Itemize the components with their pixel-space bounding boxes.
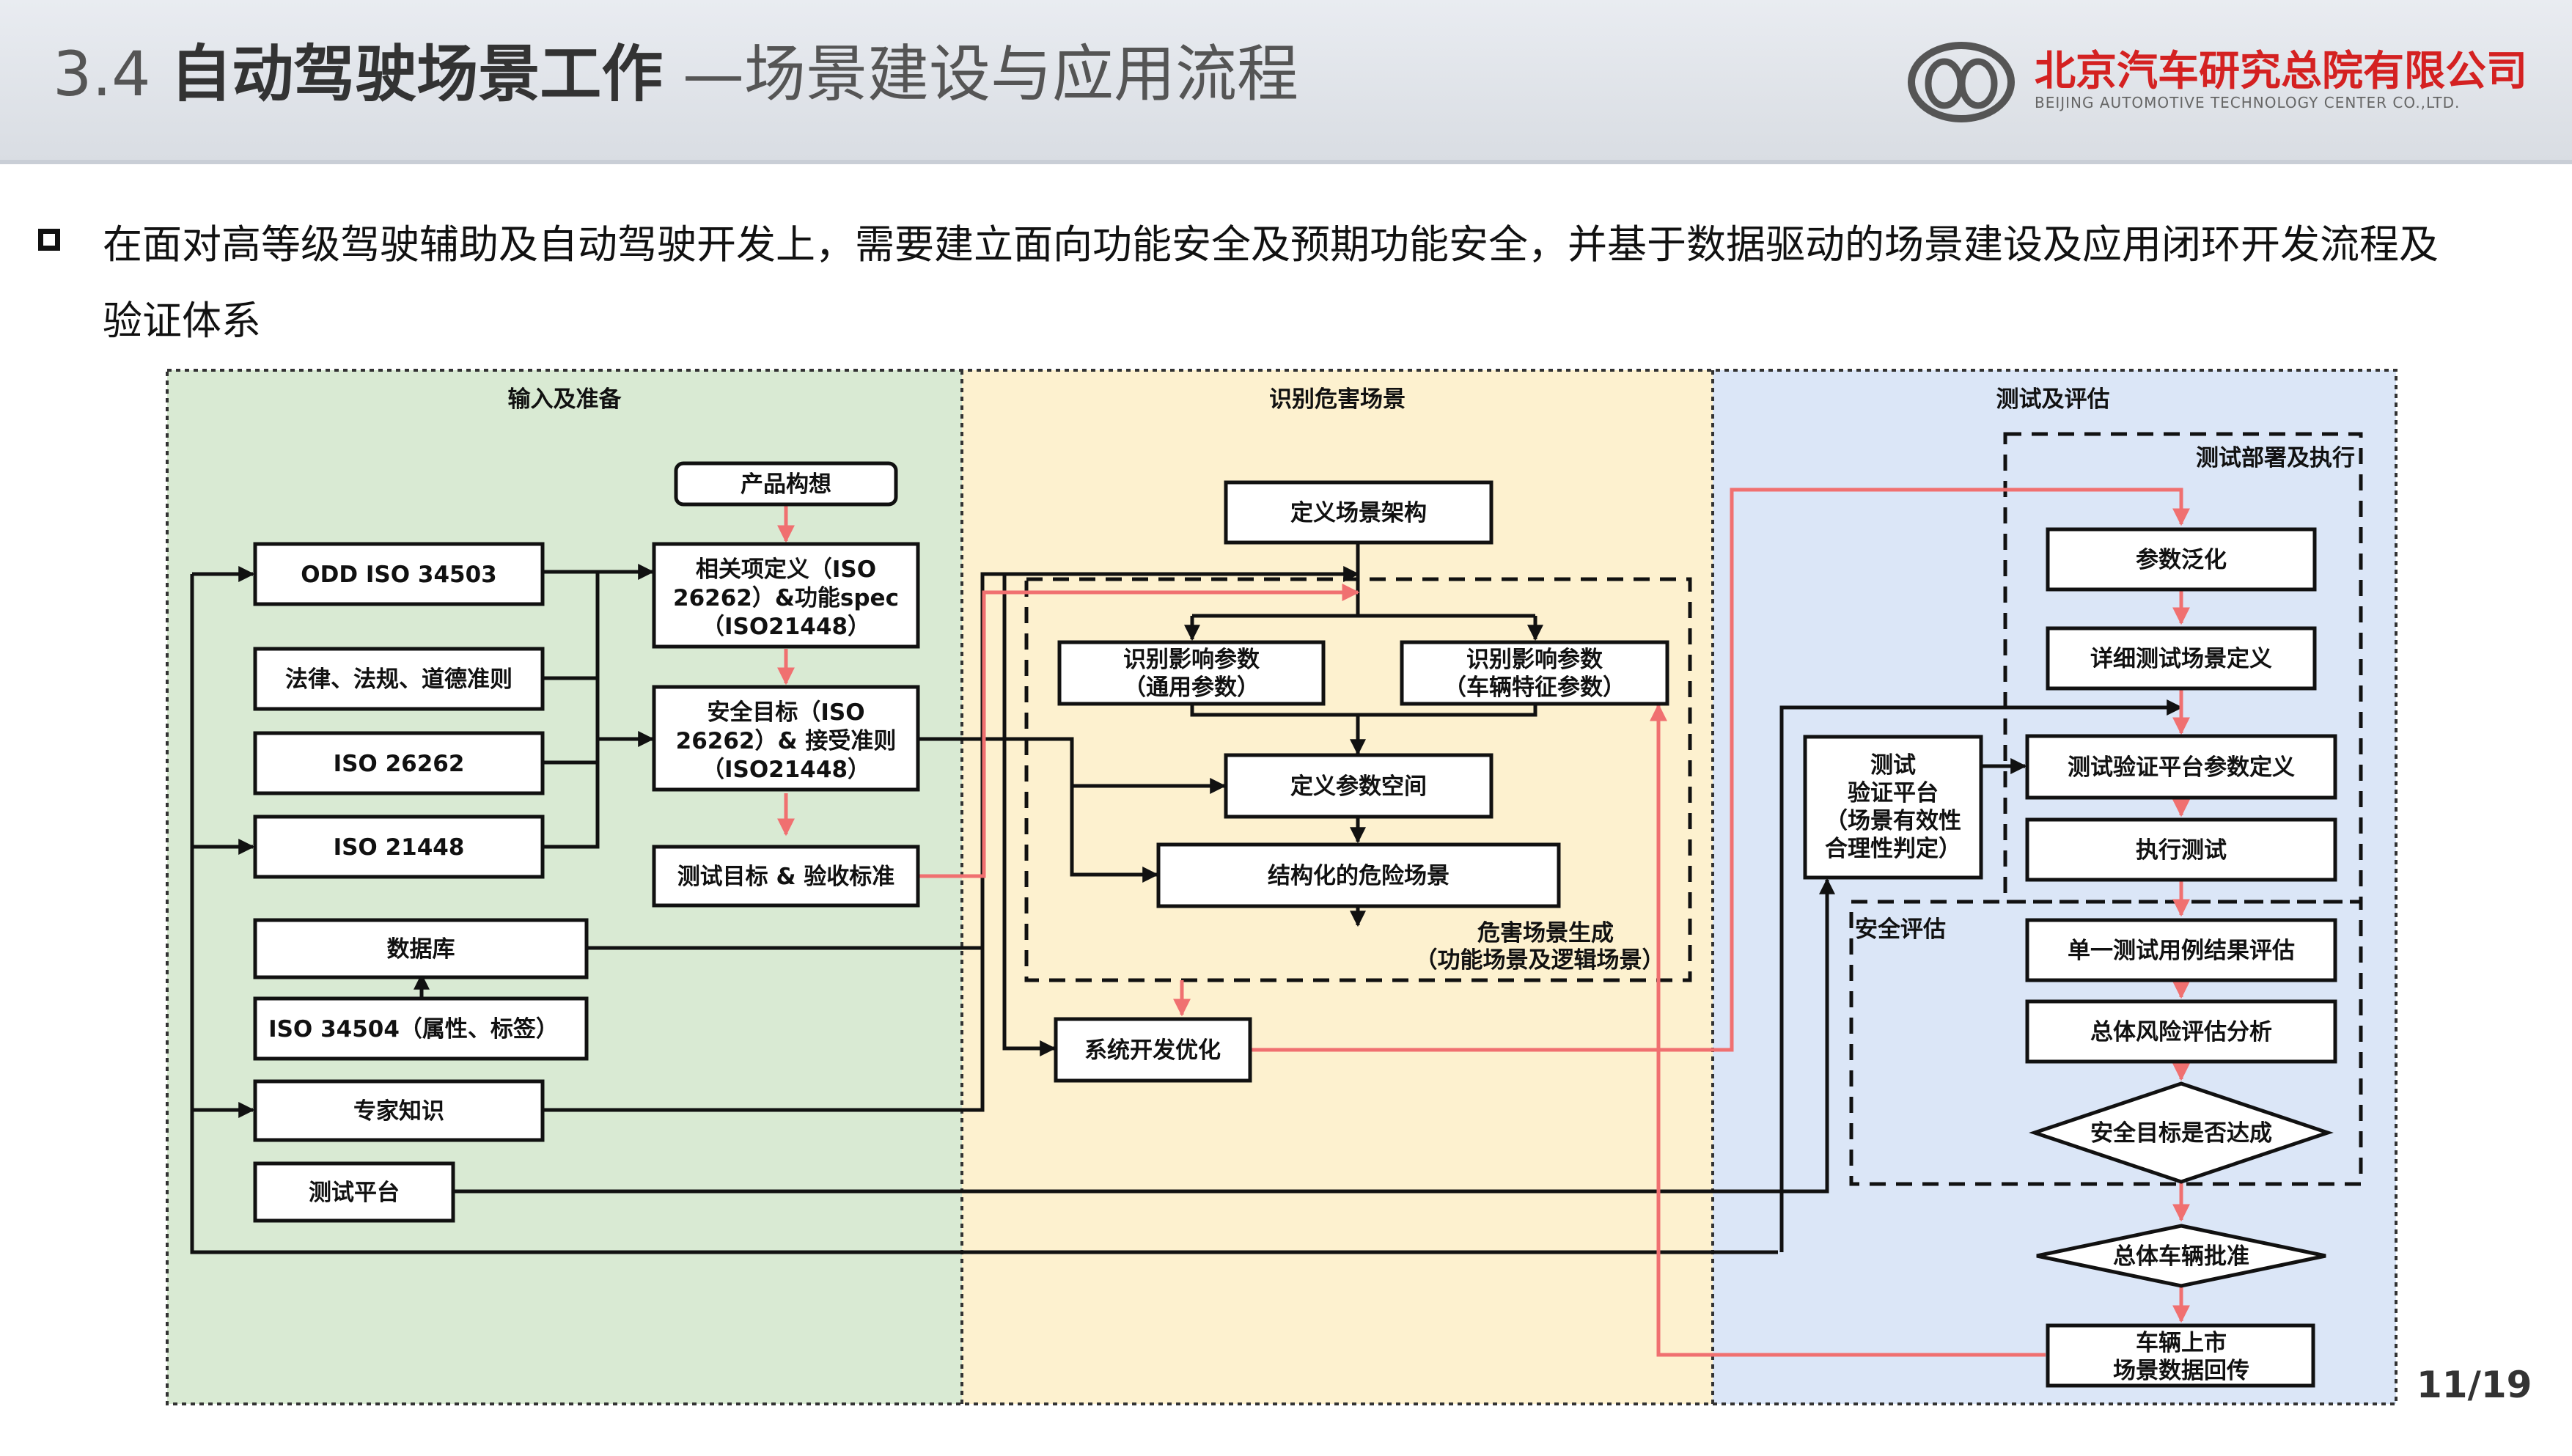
- node-database: [253, 918, 589, 979]
- label-goal-3: （ISO21448）: [702, 757, 870, 783]
- group-label-hazard-gen-2: （功能场景及逻辑场景）: [1415, 947, 1665, 974]
- label-single-eval: 单一测试用例结果评估: [2068, 938, 2295, 964]
- logo-text-en: BEIJING AUTOMOTIVE TECHNOLOGY CENTER CO.…: [2035, 94, 2461, 111]
- node-platform-param-def: [2025, 734, 2337, 800]
- bullet-square-icon: [38, 229, 60, 251]
- node-iso34504: [253, 996, 589, 1061]
- label-exec-test: 执行测试: [2136, 837, 2227, 864]
- group-test-deployment: [2003, 432, 2363, 904]
- node-param-generalization: [2046, 527, 2317, 592]
- label-verify-1: 测试: [1870, 752, 1916, 779]
- node-param-general: [1057, 640, 1326, 706]
- group-label-deploy: 测试部署及执行: [2196, 445, 2355, 471]
- label-param-general-1: 识别影响参数: [1123, 647, 1260, 673]
- label-detail-def: 详细测试场景定义: [2090, 646, 2272, 672]
- node-item-definition: [652, 542, 920, 649]
- section-title-test: 测试及评估: [1996, 386, 2110, 413]
- label-verify-4: 合理性判定）: [1825, 836, 1961, 862]
- node-launch: [2046, 1323, 2315, 1388]
- node-param-vehicle: [1400, 640, 1669, 706]
- node-vehicle-approval: [2036, 1224, 2326, 1288]
- node-risk-analysis: [2025, 999, 2337, 1064]
- node-test-goal: [652, 845, 920, 908]
- label-risk-analysis: 总体风险评估分析: [2090, 1019, 2272, 1045]
- connector-to-detaildef: [1779, 699, 2183, 1252]
- label-verify-2: 验证平台: [1848, 780, 1939, 806]
- label-param-vehicle-2: （车辆特征参数）: [1444, 674, 1625, 701]
- node-execute-test: [2025, 817, 2337, 882]
- label-goal-reached: 安全目标是否达成: [2090, 1120, 2272, 1147]
- company-logo: 北京汽车研究总院有限公司 BEIJING AUTOMOTIVE TECHNOLO…: [1906, 38, 2527, 126]
- title-sub: —场景建设与应用流程: [683, 38, 1299, 110]
- node-test-platform: [253, 1161, 455, 1223]
- node-law: [253, 647, 545, 711]
- node-param-space: [1224, 753, 1493, 819]
- label-launch-2: 场景数据回传: [2113, 1358, 2249, 1384]
- label-iso34504: ISO 34504（属性、标签）: [268, 1016, 559, 1043]
- bullet-text: 在面对高等级驾驶辅助及自动驾驶开发上，需要建立面向功能安全及预期功能安全，并基于…: [103, 221, 2439, 344]
- label-odd: ODD ISO 34503: [301, 562, 496, 588]
- section-title-input: 输入及准备: [508, 386, 622, 413]
- logo-text-cn: 北京汽车研究总院有限公司: [2035, 48, 2527, 95]
- redflow-testgoal-to-arch: [918, 584, 1360, 878]
- label-platform-param: 测试验证平台参数定义: [2068, 754, 2295, 781]
- label-law: 法律、法规、道德准则: [285, 666, 512, 693]
- redflow-launch-feedback: [1650, 703, 2046, 1357]
- node-system-optimization: [1054, 1017, 1252, 1083]
- node-iso26262: [253, 731, 545, 795]
- node-expert: [253, 1079, 545, 1142]
- label-param-space: 定义参数空间: [1290, 773, 1427, 800]
- node-iso21448: [253, 815, 545, 879]
- node-odd: [253, 542, 545, 606]
- header-bar: 3.4 自动驾驶场景工作 —场景建设与应用流程 北京汽车研究总院有限公司 BEI…: [0, 0, 2572, 164]
- redflow-sysopt-to-paramgen: [1250, 488, 2190, 1052]
- label-verify-3: （场景有效性: [1825, 808, 1961, 834]
- connector-testplatform-to-verify: [452, 878, 1835, 1194]
- section-outer-border: [166, 369, 2398, 1405]
- label-iso21448: ISO 21448: [334, 834, 465, 861]
- node-scene-architecture: [1224, 480, 1493, 545]
- label-concept: 产品构想: [741, 471, 831, 498]
- label-itemdef-1: 相关项定义（ISO: [696, 556, 876, 583]
- node-safety-goal: [652, 685, 920, 792]
- label-goal-1: 安全目标（ISO: [707, 699, 864, 726]
- node-single-evaluation: [2025, 918, 2337, 982]
- section-number: 3.4: [53, 38, 151, 110]
- label-param-gen: 参数泛化: [2136, 547, 2227, 573]
- label-iso26262: ISO 26262: [334, 751, 465, 777]
- page-title: 3.4 自动驾驶场景工作 —场景建设与应用流程: [53, 34, 1298, 114]
- group-label-hazard-gen-1: 危害场景生成: [1477, 920, 1614, 946]
- title-main: 自动驾驶场景工作: [170, 38, 664, 110]
- label-test-platform: 测试平台: [309, 1180, 400, 1206]
- label-param-general-2: （通用参数）: [1123, 674, 1260, 701]
- label-scene-arch: 定义场景架构: [1290, 500, 1427, 526]
- node-goal-reached: [2029, 1081, 2334, 1184]
- connector-goal-to-paramspace: [916, 737, 1227, 794]
- baic-logo-icon: [1908, 42, 2015, 122]
- page-number: 11/19: [2417, 1364, 2532, 1406]
- label-itemdef-3: （ISO21448）: [702, 614, 870, 640]
- connector-iso21448-bus: [543, 762, 600, 849]
- label-vehicle-approval: 总体车辆批准: [2113, 1243, 2249, 1270]
- connector-params-merge: [1190, 704, 1537, 717]
- label-goal-2: 26262）& 接受准则: [676, 728, 897, 754]
- connector-goal-to-structhazard: [1070, 786, 1159, 883]
- group-label-safety: 安全评估: [1855, 916, 1946, 943]
- label-sys-opt: 系统开发优化: [1084, 1037, 1221, 1064]
- section-title-hazard: 识别危害场景: [1269, 386, 1406, 413]
- node-structured-hazard: [1156, 842, 1561, 908]
- label-test-goal: 测试目标 & 验收标准: [677, 864, 895, 890]
- connector-bus-to-sysopt: [1002, 574, 1057, 1056]
- node-verify-platform: [1803, 735, 1983, 880]
- label-database: 数据库: [387, 936, 455, 963]
- label-launch-1: 车辆上市: [2136, 1330, 2227, 1356]
- connector-left-spine: [190, 574, 1778, 1254]
- label-structured-hazard: 结构化的危险场景: [1268, 863, 1449, 889]
- label-itemdef-2: 26262）&功能spec: [673, 585, 899, 611]
- label-param-vehicle-1: 识别影响参数: [1466, 647, 1603, 673]
- node-detail-definition: [2046, 626, 2317, 691]
- label-expert: 专家知识: [353, 1098, 444, 1125]
- node-concept: [674, 461, 898, 507]
